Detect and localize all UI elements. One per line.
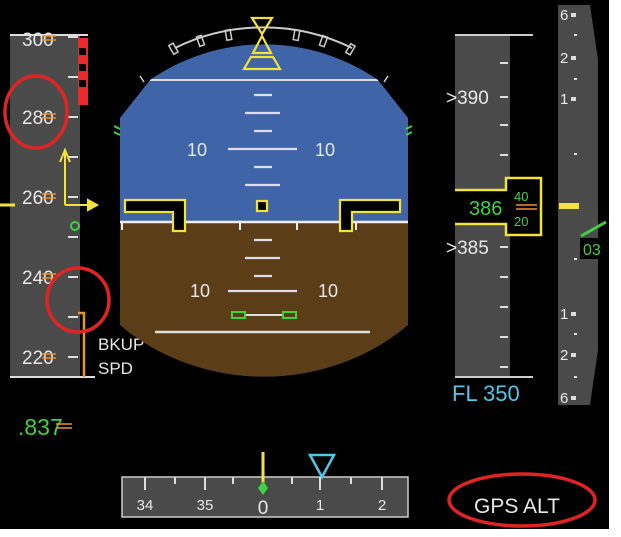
sky [120, 44, 408, 222]
altitude-label: >390 [446, 88, 489, 109]
vs-scale-label: 2 [560, 347, 568, 364]
vs-scale-label: 1 [560, 91, 568, 108]
annotation-circle [45, 266, 111, 334]
pitch-label: 10 [190, 281, 210, 301]
annotation-circle [3, 74, 69, 150]
heading-label: 34 [137, 497, 154, 514]
selected-altitude: FL 350 [452, 381, 520, 406]
pitch-ladder [228, 93, 297, 293]
vertical-speed-indicator: 6 2 1 1 2 6 03 [558, 5, 609, 407]
speed-trend-arrow [59, 147, 100, 212]
vs-zero-marker [559, 203, 579, 209]
right-wing-symbol [338, 198, 402, 233]
speed-label-hatches [42, 35, 56, 359]
altitude-label: >385 [446, 238, 489, 259]
flight-path-vector [231, 311, 297, 319]
heading-label: 35 [197, 497, 214, 514]
speed-ticks [68, 36, 78, 358]
track-diamond [258, 481, 268, 495]
backup-speed-label: BKUP [98, 335, 144, 354]
pitch-label: 10 [315, 140, 335, 160]
vs-scale-label: 6 [560, 390, 568, 407]
heading-label: 2 [378, 497, 386, 514]
heading-tape: 34 35 0 1 2 [121, 452, 409, 519]
bank-pointer [242, 16, 282, 71]
heading-label: 1 [316, 497, 324, 514]
altitude-ticks [500, 62, 508, 368]
pitch-label: 10 [187, 140, 207, 160]
roll-scale-ticks [139, 28, 389, 83]
vs-scale-label: 2 [560, 50, 568, 67]
pitch-label: 10 [318, 281, 338, 301]
aircraft-symbol [123, 198, 402, 233]
vs-readout: 03 [583, 242, 601, 259]
heading-label: 0 [258, 498, 269, 519]
overspeed-barber-pole [78, 38, 88, 105]
mach-readout: .837 [18, 414, 63, 440]
speed-tape: 300 280 260 240 220 BKUP SP [0, 30, 144, 440]
altitude-rolling-digit: 40 [514, 189, 528, 204]
roll-scale-arc [174, 26, 353, 49]
green-dot-speed-marker [70, 221, 80, 231]
vs-ticks [571, 13, 577, 400]
gps-alt-annunciation: GPS ALT [474, 495, 560, 518]
altitude-rolling-digit: 20 [514, 214, 528, 229]
altitude-readout-box: 386 40 20 [455, 176, 543, 237]
vs-scale-label: 6 [560, 7, 568, 24]
center-dot-symbol [255, 199, 269, 213]
attitude-indicator: 10 10 10 10 [113, 16, 413, 377]
vs-needle [580, 220, 607, 238]
annotation-circle [447, 472, 597, 528]
vs-scale-label: 1 [560, 306, 568, 323]
fd-side-marks [113, 125, 413, 136]
horizon-ticks [121, 222, 357, 230]
selected-heading-bug [307, 453, 337, 480]
backup-speed-label: SPD [98, 359, 133, 378]
ground [120, 222, 408, 377]
left-wing-symbol [123, 198, 187, 233]
altitude-tape: >390 >385 386 40 20 FL 350 [446, 34, 543, 406]
altitude-hundreds: 386 [469, 198, 502, 220]
heading-ticks [144, 477, 383, 490]
min-speed-bar [78, 311, 86, 377]
annotation-circles [3, 74, 597, 528]
